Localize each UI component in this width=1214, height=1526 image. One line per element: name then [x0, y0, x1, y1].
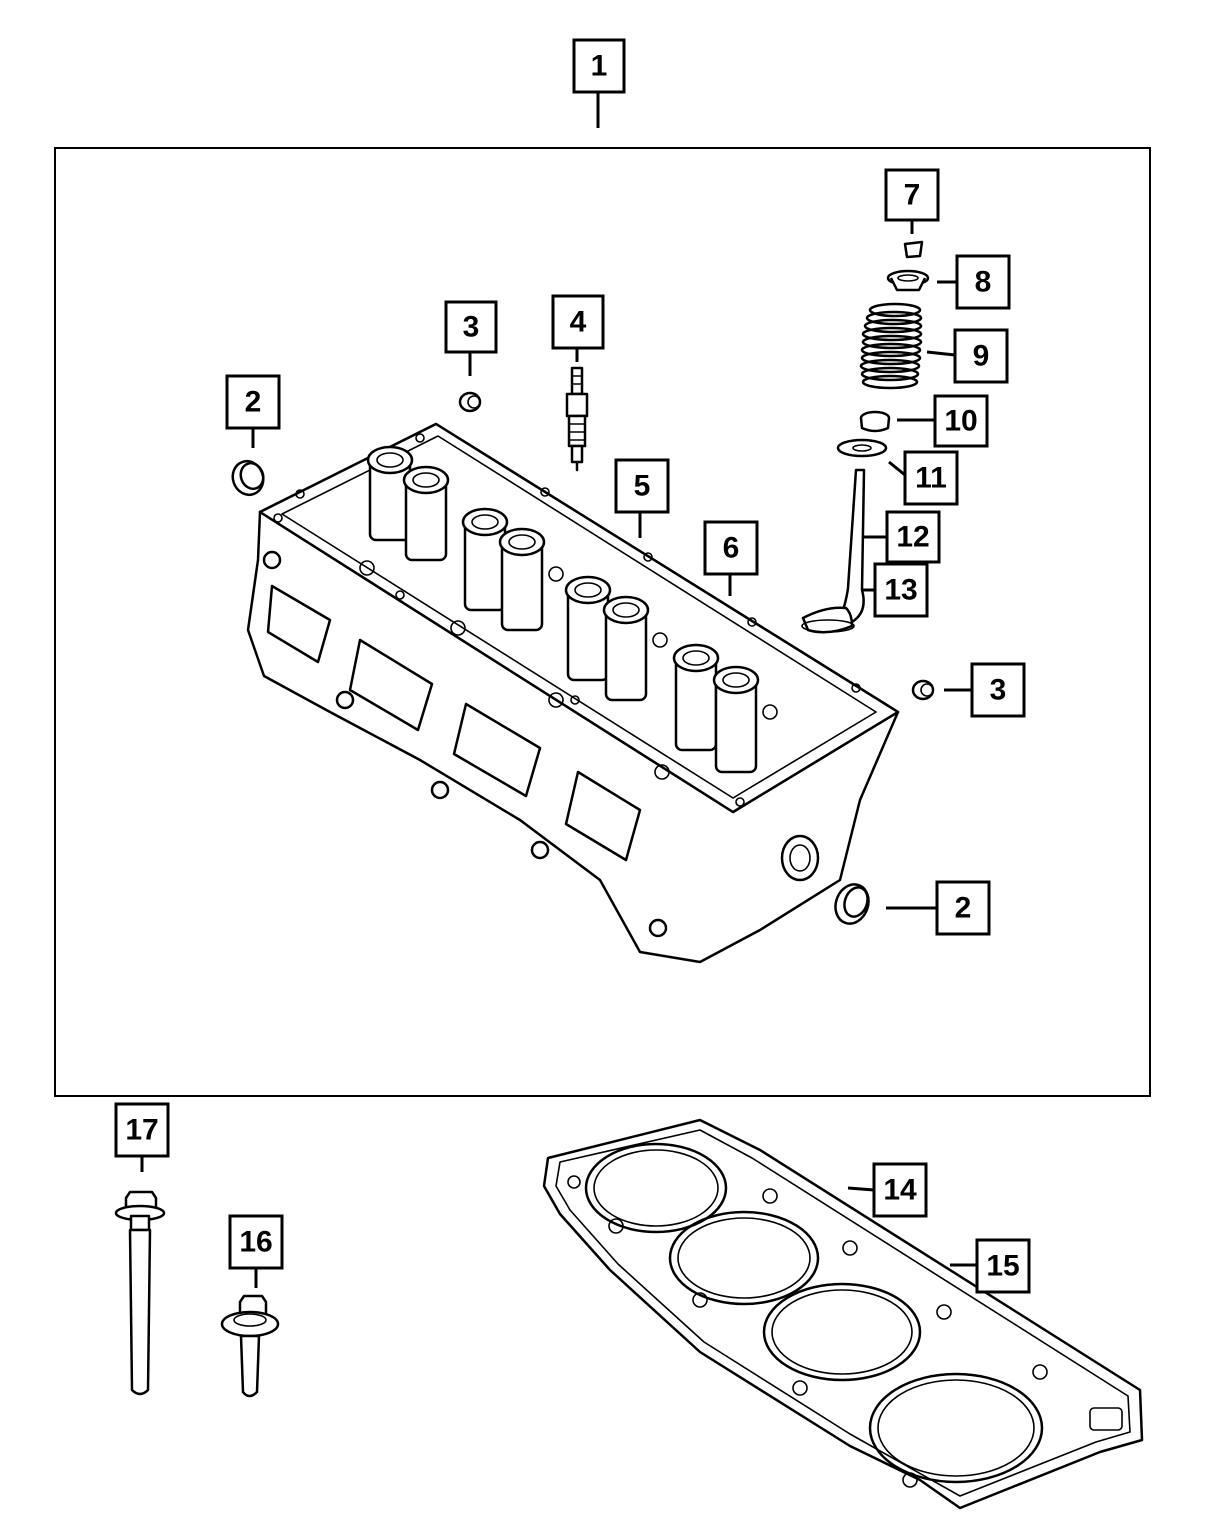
callout-4: 4	[551, 294, 605, 350]
svg-text:10: 10	[944, 405, 977, 438]
svg-text:17: 17	[125, 1114, 158, 1147]
callout-16: 16	[228, 1214, 284, 1270]
svg-text:11: 11	[915, 462, 947, 495]
callout-8: 8	[955, 254, 1011, 310]
callout-1: 1	[572, 38, 626, 94]
callout-11: 11	[903, 450, 959, 506]
head-gasket-drawing	[542, 1118, 1144, 1510]
callout-12: 12	[885, 510, 941, 564]
callout-7: 7	[884, 168, 940, 222]
svg-text:16: 16	[239, 1226, 272, 1259]
callout-10: 10	[933, 394, 989, 448]
svg-text:8: 8	[975, 266, 992, 299]
svg-text:9: 9	[973, 340, 990, 373]
assembly-frame	[54, 147, 1151, 1097]
expansion-plug-drawing	[458, 391, 935, 701]
svg-text:13: 13	[884, 574, 917, 607]
callout-2-left: 2	[225, 374, 281, 430]
callout-5: 5	[614, 458, 670, 514]
callout-17: 17	[114, 1102, 170, 1158]
svg-text:15: 15	[986, 1250, 1019, 1283]
svg-text:3: 3	[463, 311, 480, 344]
callout-2-right: 2	[935, 880, 991, 936]
callout-9: 9	[953, 328, 1009, 384]
svg-text:2: 2	[955, 892, 972, 925]
svg-text:4: 4	[570, 306, 587, 339]
callout-13: 13	[873, 562, 929, 618]
callout-6: 6	[703, 520, 759, 576]
bolt-drawing	[220, 1294, 280, 1398]
cylinder-head-drawing	[246, 422, 900, 964]
svg-text:14: 14	[883, 1174, 917, 1207]
valve-train-drawing	[801, 240, 930, 634]
svg-text:12: 12	[896, 521, 929, 554]
svg-text:6: 6	[723, 532, 740, 565]
cup-plug-drawing	[231, 459, 870, 925]
svg-text:3: 3	[990, 674, 1007, 707]
svg-text:2: 2	[245, 386, 262, 419]
svg-text:5: 5	[634, 470, 651, 503]
callout-3-right: 3	[970, 662, 1026, 718]
callout-3-top: 3	[444, 300, 498, 354]
svg-text:7: 7	[904, 179, 921, 212]
head-bolt-drawing	[114, 1190, 166, 1396]
svg-text:1: 1	[591, 50, 608, 83]
callout-14: 14	[872, 1162, 928, 1218]
callout-15: 15	[975, 1238, 1031, 1294]
spark-plug-drawing	[565, 366, 589, 472]
